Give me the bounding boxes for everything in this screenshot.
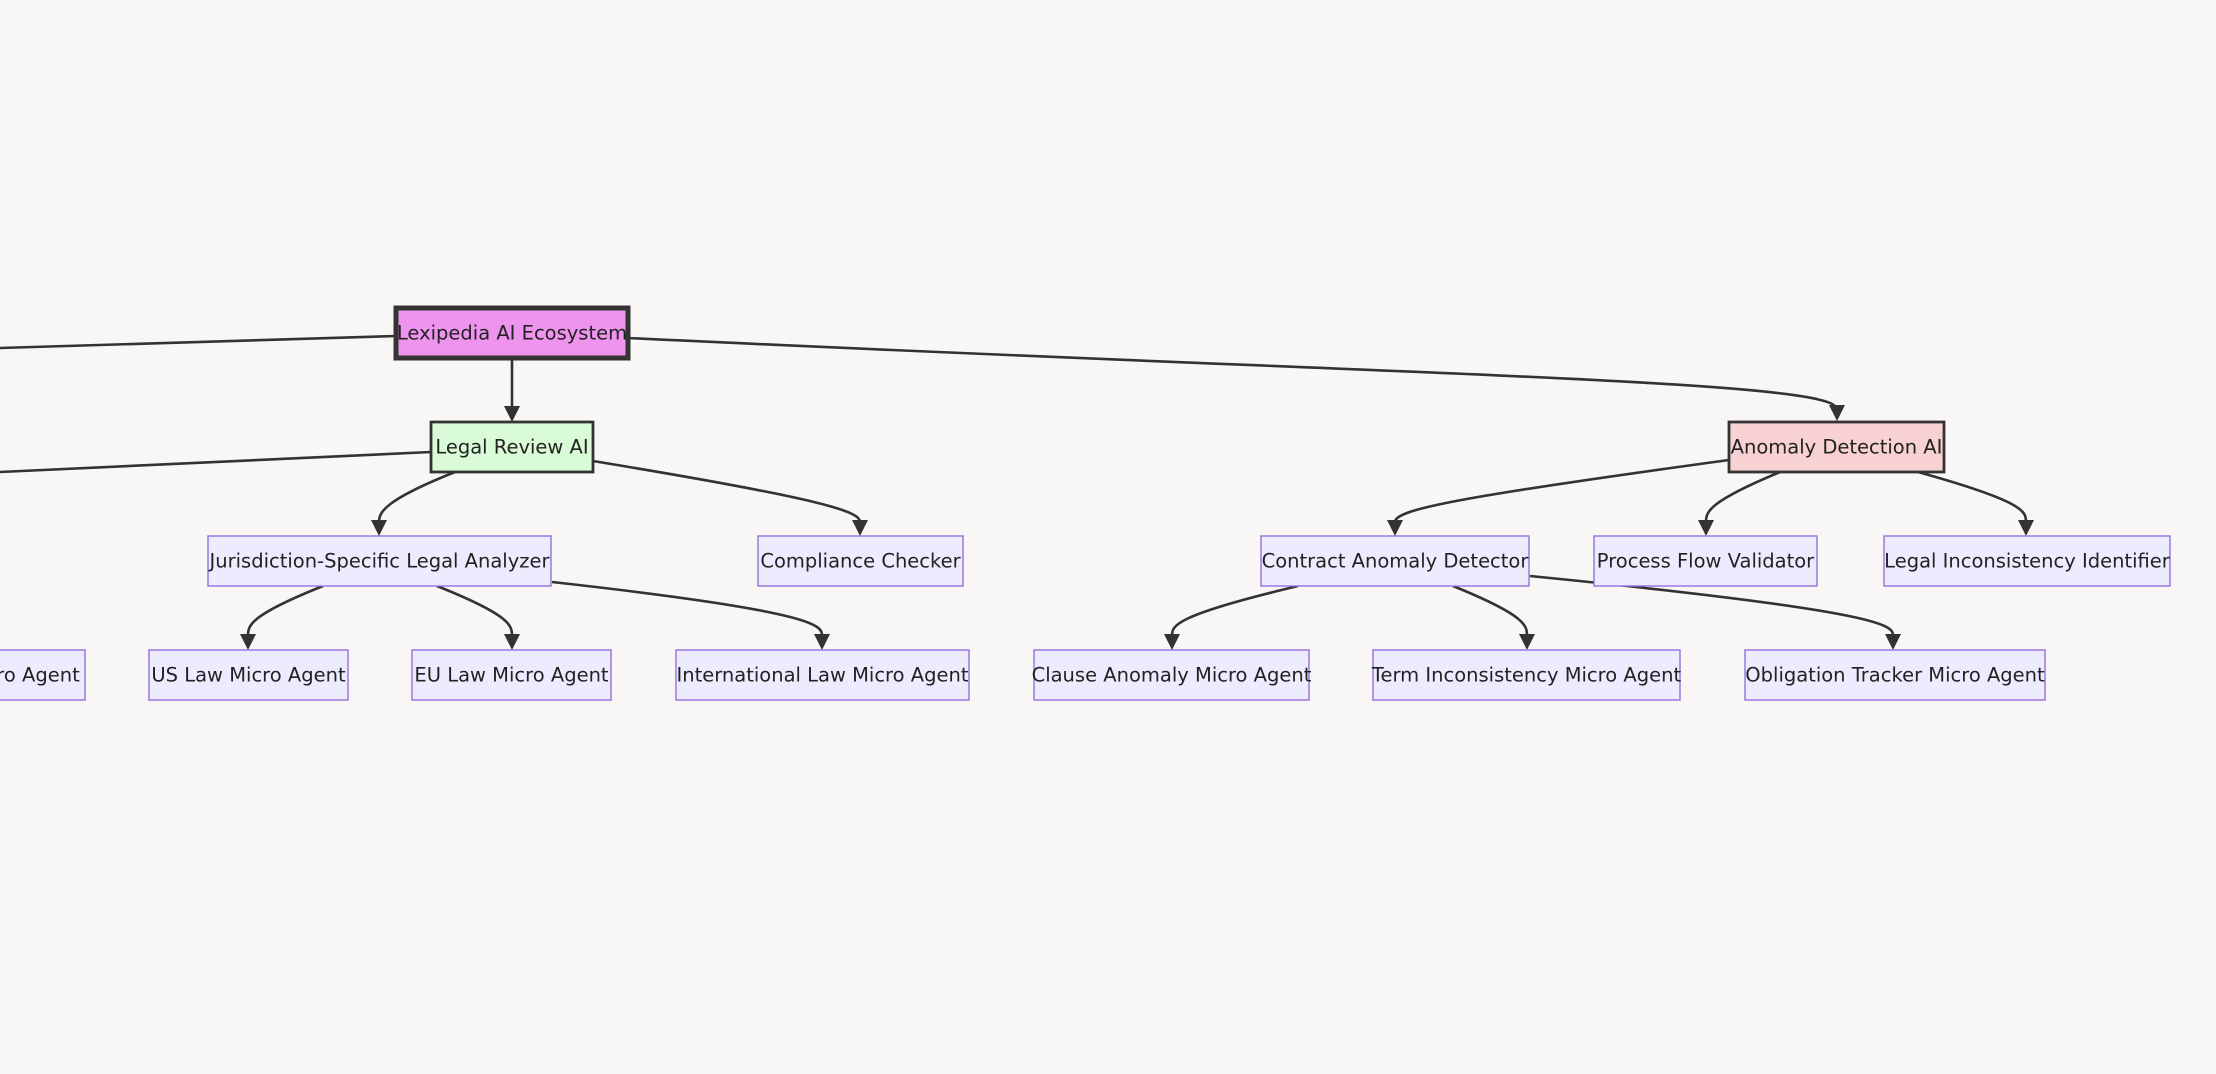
node-label: Process Flow Validator — [1597, 550, 1815, 573]
nodes: Lexipedia AI Ecosystem Legal Review AI A… — [0, 305, 2171, 701]
node-label: Term Inconsistency Micro Agent — [1371, 664, 1682, 687]
edge-anomaly-to-contract — [1393, 458, 1730, 523]
edge-anomaly-to-legal-inconsistency — [1917, 470, 2028, 523]
node-box — [1260, 535, 1530, 587]
node-legal-review-ai[interactable]: Legal Review AI — [429, 420, 595, 474]
node-box — [429, 420, 595, 474]
edges — [0, 334, 2028, 637]
node-label: Contract Anomaly Detector — [1262, 550, 1530, 573]
node-label: Jurisdiction-Specific Legal Analyzer — [207, 550, 550, 573]
node-box — [207, 535, 552, 587]
node-lexipedia-ai-ecosystem[interactable]: Lexipedia AI Ecosystem — [393, 305, 631, 361]
node-term-inconsistency-micro-agent[interactable]: Term Inconsistency Micro Agent — [1371, 649, 1682, 701]
arrowhead-contract — [1387, 520, 1403, 536]
node-label: ro Agent — [0, 664, 80, 687]
node-label: Clause Anomaly Micro Agent — [1032, 664, 1312, 687]
node-label: US Law Micro Agent — [151, 664, 346, 687]
node-box — [148, 649, 349, 701]
node-label: Anomaly Detection AI — [1731, 436, 1943, 459]
node-box — [1883, 535, 2171, 587]
node-legal-inconsistency-identifier[interactable]: Legal Inconsistency Identifier — [1883, 535, 2171, 587]
node-eu-law-micro-agent[interactable]: EU Law Micro Agent — [411, 649, 612, 701]
arrowhead-eu-law — [504, 634, 520, 650]
edge-legal-review-to-offscreen — [0, 450, 432, 474]
edge-root-to-anomaly-detection — [627, 336, 1838, 409]
node-box — [1727, 420, 1946, 474]
node-label: Legal Inconsistency Identifier — [1884, 550, 2171, 573]
arrowhead-legal-inconsistency — [2018, 520, 2034, 536]
node-anomaly-detection-ai[interactable]: Anomaly Detection AI — [1727, 420, 1946, 474]
edge-contract-to-obligation — [1529, 574, 1895, 637]
arrowhead-legal-review — [504, 406, 520, 422]
node-box — [1593, 535, 1818, 587]
node-label: EU Law Micro Agent — [414, 664, 609, 687]
arrowhead-anomaly-detection — [1829, 405, 1845, 421]
edge-contract-to-clause — [1170, 584, 1299, 637]
node-clause-anomaly-micro-agent[interactable]: Clause Anomaly Micro Agent — [1032, 649, 1312, 701]
node-international-law-micro-agent[interactable]: International Law Micro Agent — [675, 649, 970, 701]
node-label: Obligation Tracker Micro Agent — [1745, 664, 2045, 687]
node-label: Compliance Checker — [760, 550, 961, 573]
arrowhead-obligation — [1885, 634, 1901, 650]
node-cut-off-micro-agent[interactable]: ro Agent — [0, 649, 86, 701]
edge-legal-review-to-compliance — [592, 459, 862, 523]
node-box — [1372, 649, 1681, 701]
node-us-law-micro-agent[interactable]: US Law Micro Agent — [148, 649, 349, 701]
node-compliance-checker[interactable]: Compliance Checker — [757, 535, 964, 587]
node-box — [1033, 649, 1310, 701]
arrowhead-term — [1519, 634, 1535, 650]
arrowhead-jurisdiction — [371, 520, 387, 536]
node-obligation-tracker-micro-agent[interactable]: Obligation Tracker Micro Agent — [1744, 649, 2046, 701]
node-box — [411, 649, 612, 701]
node-contract-anomaly-detector[interactable]: Contract Anomaly Detector — [1260, 535, 1530, 587]
node-label: International Law Micro Agent — [676, 664, 968, 687]
node-box — [675, 649, 970, 701]
node-jurisdiction-specific-legal-analyzer[interactable]: Jurisdiction-Specific Legal Analyzer — [207, 535, 552, 587]
node-label: Legal Review AI — [435, 436, 588, 459]
edge-jurisdiction-to-us-law — [246, 584, 324, 637]
arrowhead-clause — [1164, 634, 1180, 650]
edge-jurisdiction-to-eu-law — [436, 584, 514, 637]
edge-root-to-offscreen — [0, 334, 397, 350]
arrowheads — [240, 405, 2034, 650]
node-box — [757, 535, 964, 587]
edge-legal-review-to-jurisdiction — [377, 470, 456, 523]
arrowhead-compliance — [852, 520, 868, 536]
node-box — [0, 649, 86, 701]
edge-jurisdiction-to-intl-law — [551, 580, 824, 637]
node-box — [393, 305, 631, 361]
node-box — [1744, 649, 2046, 701]
arrowhead-process-flow — [1698, 520, 1714, 536]
arrowhead-us-law — [240, 634, 256, 650]
edge-contract-to-term — [1452, 584, 1529, 637]
arrowhead-intl-law — [814, 634, 830, 650]
edge-anomaly-to-process-flow — [1704, 470, 1781, 523]
node-process-flow-validator[interactable]: Process Flow Validator — [1593, 535, 1818, 587]
node-label: Lexipedia AI Ecosystem — [397, 322, 627, 345]
